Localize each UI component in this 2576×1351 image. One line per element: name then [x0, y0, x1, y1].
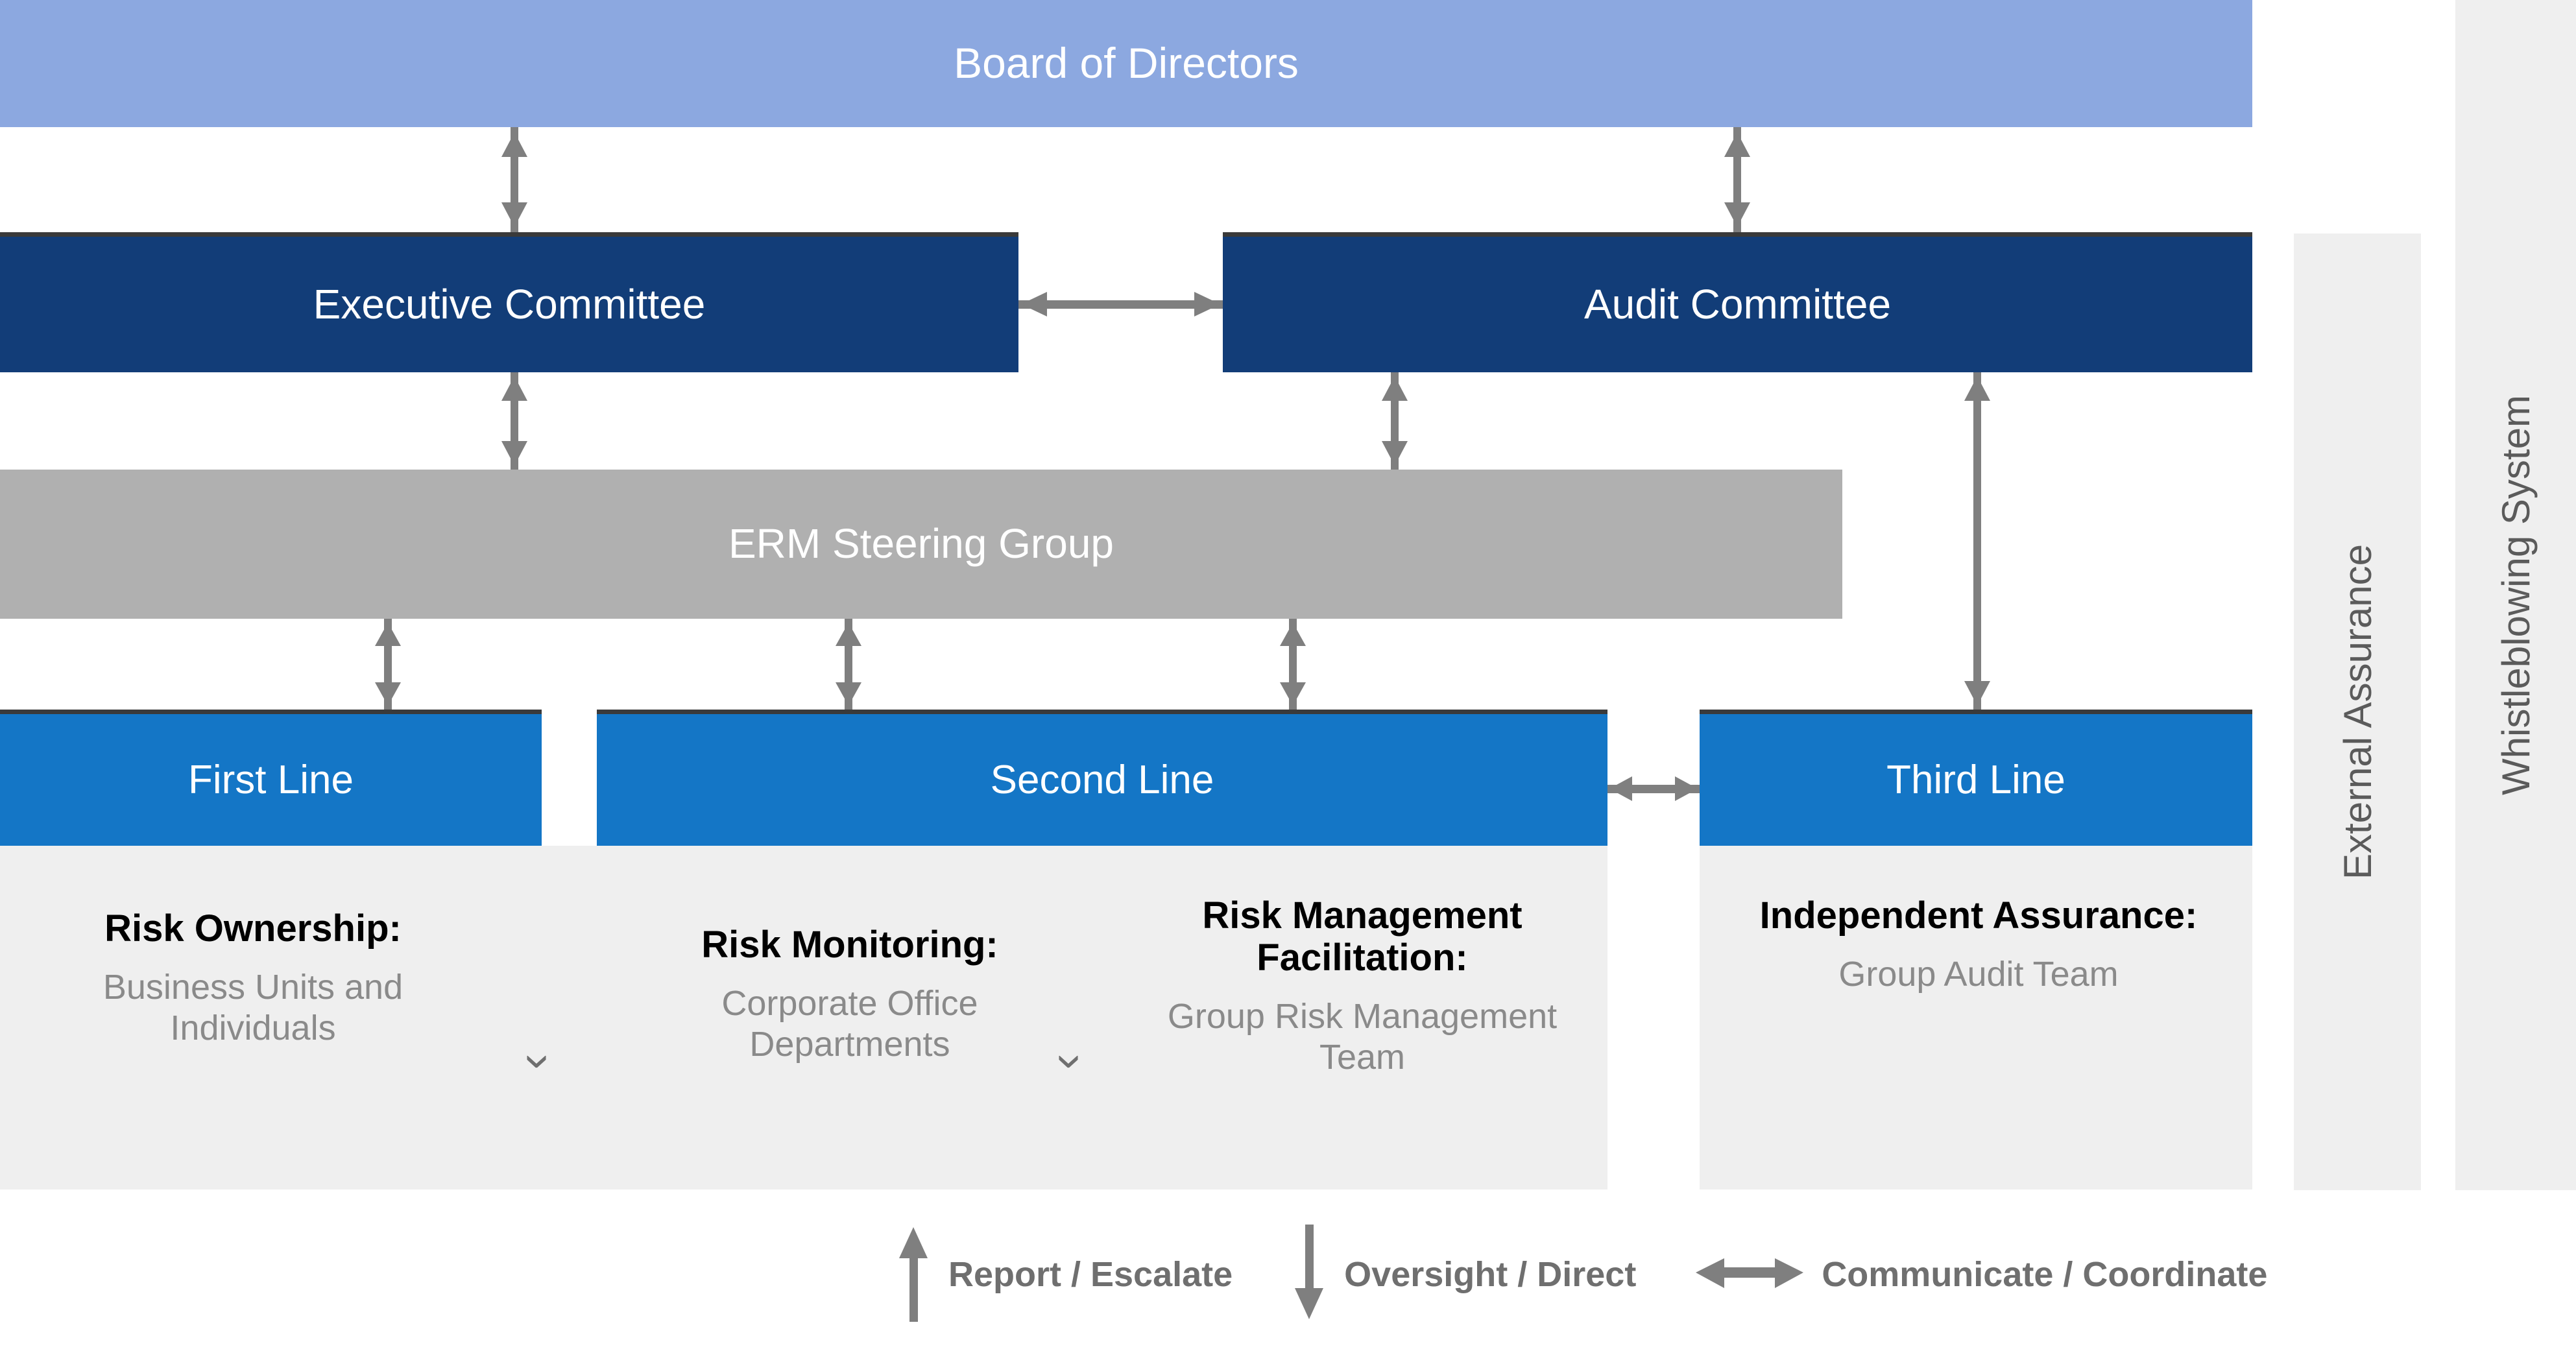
legend-item-oversight-direct: Oversight / Direct [1291, 1224, 1637, 1325]
arrow-audit-to-erm [1377, 372, 1413, 470]
whistleblowing-system-label: Whistleblowing System [2494, 395, 2538, 795]
arrow-erm-to-second-line-left [830, 619, 867, 710]
arrow-board-to-executive [496, 127, 533, 232]
external-assurance-label: External Assurance [2335, 544, 2379, 879]
arrow-executive-to-erm [496, 372, 533, 470]
board-of-directors-label: Board of Directors [954, 39, 1299, 88]
third-line-box[interactable]: Third Line [1700, 710, 2252, 846]
detail-title: Independent Assurance: [1759, 894, 2198, 937]
detail-risk-monitoring: Risk Monitoring: Corporate Office Depart… [649, 924, 1051, 1064]
external-assurance-panel[interactable]: External Assurance [2294, 233, 2421, 1190]
legend: Report / Escalate Oversight / Direct Com… [895, 1213, 2517, 1336]
arrow-down-icon [1291, 1224, 1327, 1325]
erm-steering-group-label: ERM Steering Group [728, 520, 1114, 568]
executive-committee-label: Executive Committee [313, 280, 706, 328]
board-of-directors-box[interactable]: Board of Directors [0, 0, 2252, 127]
audit-committee-box[interactable]: Audit Committee [1223, 232, 2252, 372]
arrow-erm-to-first-line [370, 619, 406, 710]
detail-title: Risk Monitoring: [701, 924, 998, 966]
arrow-left-right-icon [1694, 1250, 1805, 1299]
legend-label: Report / Escalate [948, 1255, 1233, 1294]
first-second-line-detail-panel [0, 846, 1607, 1190]
detail-title: Risk Ownership: [104, 907, 402, 950]
arrow-audit-to-third-line [1959, 372, 1995, 710]
detail-title: Risk Management Facilitation: [1202, 894, 1523, 979]
legend-label: Oversight / Direct [1344, 1255, 1637, 1294]
executive-committee-box[interactable]: Executive Committee [0, 232, 1018, 372]
whistleblowing-system-panel[interactable]: Whistleblowing System [2455, 0, 2576, 1190]
detail-subtitle: Business Units and Individuals [102, 967, 403, 1047]
chevron-separator-1: › [513, 1053, 568, 1070]
third-line-label: Third Line [1886, 757, 2065, 802]
arrow-up-icon [895, 1225, 932, 1325]
second-line-box[interactable]: Second Line [597, 710, 1607, 846]
legend-label: Communicate / Coordinate [1822, 1255, 2268, 1294]
first-line-box[interactable]: First Line [0, 710, 542, 846]
legend-item-communicate-coordinate: Communicate / Coordinate [1694, 1250, 2267, 1299]
detail-independent-assurance: Independent Assurance: Group Audit Team [1739, 894, 2219, 995]
audit-committee-label: Audit Committee [1583, 280, 1892, 328]
first-line-label: First Line [188, 757, 354, 802]
arrow-executive-audit-coordinate [1018, 284, 1223, 324]
arrow-board-to-audit [1719, 127, 1755, 232]
legend-item-report-escalate: Report / Escalate [895, 1225, 1233, 1325]
third-line-detail-panel [1700, 846, 2252, 1190]
detail-subtitle: Group Audit Team [1838, 954, 2119, 994]
chevron-separator-2: › [1045, 1053, 1100, 1070]
detail-subtitle: Group Risk Management Team [1167, 996, 1558, 1077]
arrow-second-third-line-coordinate [1607, 769, 1700, 809]
arrow-erm-to-second-line-right [1275, 619, 1311, 710]
detail-risk-ownership: Risk Ownership: Business Units and Indiv… [26, 907, 480, 1048]
second-line-label: Second Line [990, 757, 1214, 802]
detail-subtitle: Corporate Office Departments [721, 983, 978, 1064]
erm-steering-group-box[interactable]: ERM Steering Group [0, 470, 1842, 619]
detail-risk-management-facilitation: Risk Management Facilitation: Group Risk… [1148, 894, 1576, 1077]
